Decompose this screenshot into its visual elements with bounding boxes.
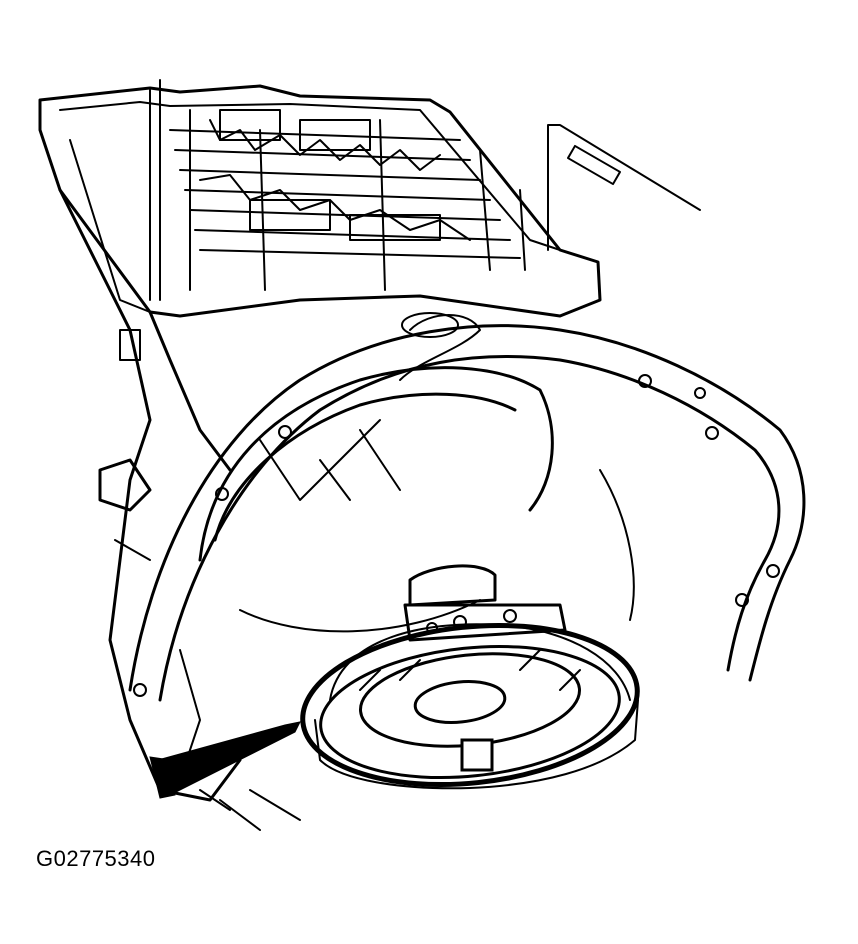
- figure-id-label: G02775340: [36, 846, 156, 871]
- bell-housing-flange: [128, 324, 806, 702]
- valve-body-detail: [169, 109, 701, 259]
- valve-body-top: [38, 79, 701, 318]
- inner-housing: [198, 312, 635, 633]
- accumulator-assembly: [300, 564, 640, 790]
- indicator-arrow: [149, 721, 301, 799]
